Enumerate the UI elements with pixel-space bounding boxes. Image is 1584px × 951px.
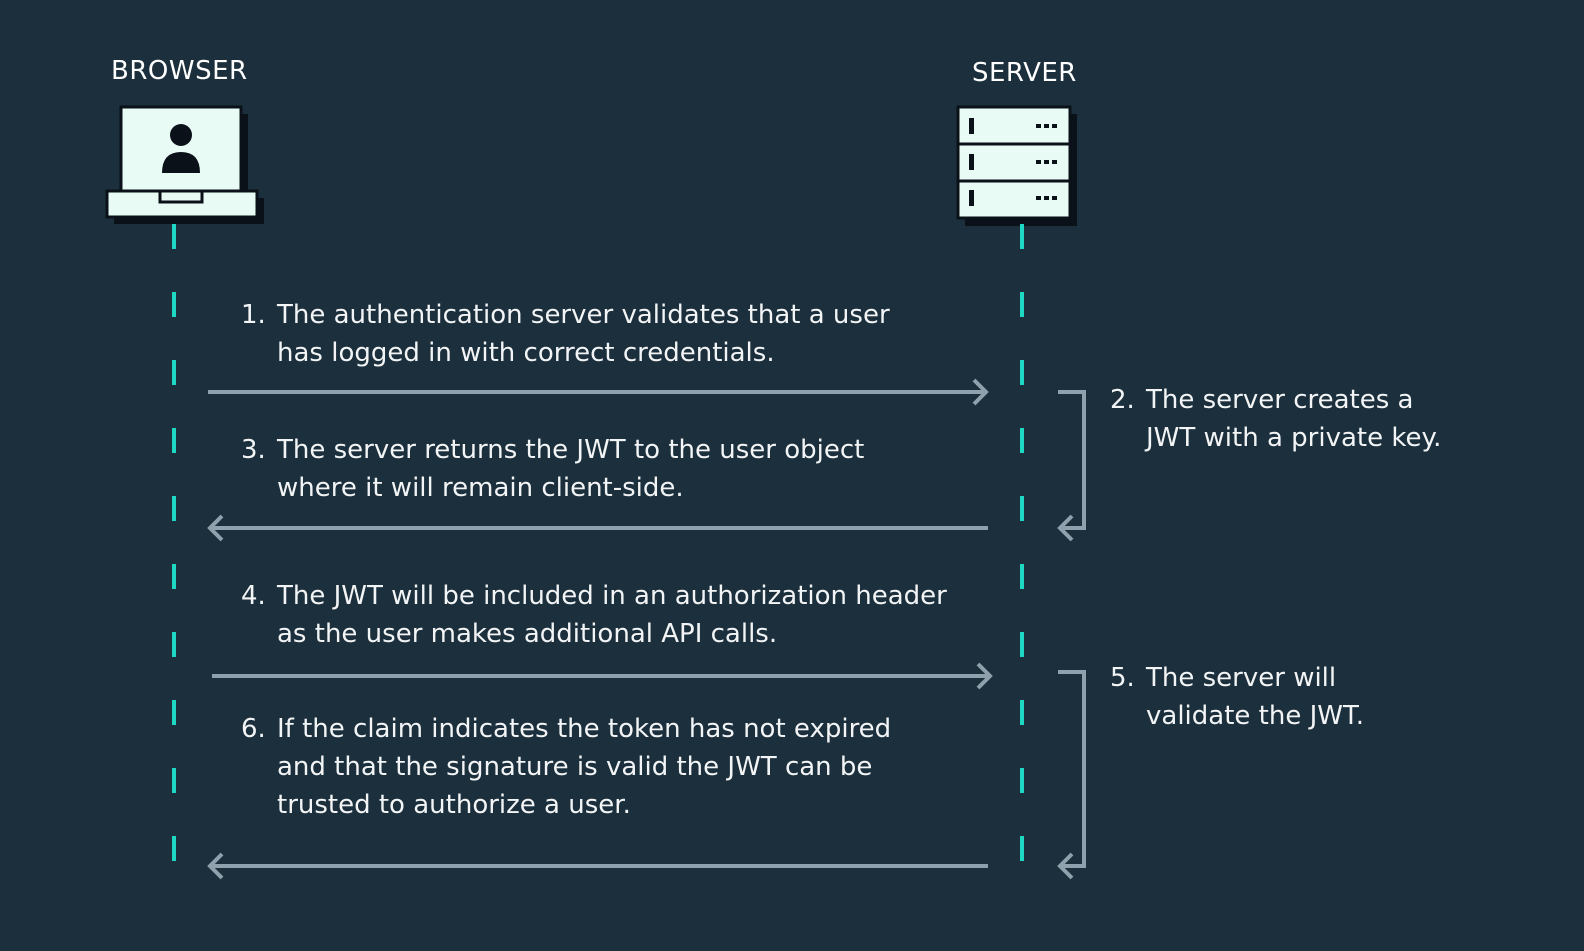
arrow-request-login (208, 378, 989, 406)
step-text: The server will validate the JWT. (1146, 663, 1365, 731)
step-2-label: 2. The server creates a JWT with a priva… (1110, 381, 1441, 457)
step-number: 4. (241, 581, 266, 611)
arrow-authorize-response (207, 852, 988, 880)
step-text: If the claim indicates the token has not… (277, 714, 892, 820)
arrow-api-call (212, 662, 993, 690)
step-text: The server returns the JWT to the user o… (277, 435, 865, 503)
browser-label: BROWSER (111, 56, 248, 86)
server-label: SERVER (972, 58, 1077, 88)
step-3-label: 3. The server returns the JWT to the use… (241, 431, 864, 507)
server-rack-icon (956, 105, 1077, 226)
step-number: 5. (1110, 663, 1135, 693)
step-number: 3. (241, 435, 266, 465)
step-text: The authentication server validates that… (277, 300, 890, 368)
step-1-label: 1. The authentication server validates t… (241, 296, 890, 372)
arrow-return-jwt (207, 514, 988, 542)
step-4-label: 4. The JWT will be included in an author… (241, 577, 947, 653)
step-text: The server creates a JWT with a private … (1146, 385, 1442, 453)
self-arrow-create-jwt (1057, 390, 1086, 542)
step-number: 6. (241, 714, 266, 744)
step-5-label: 5. The server will validate the JWT. (1110, 659, 1364, 735)
laptop-user-icon (105, 105, 264, 224)
step-number: 1. (241, 300, 266, 330)
self-arrow-validate-jwt (1057, 670, 1086, 880)
step-number: 2. (1110, 385, 1135, 415)
step-text: The JWT will be included in an authoriza… (277, 581, 947, 649)
step-6-label: 6. If the claim indicates the token has … (241, 710, 891, 824)
